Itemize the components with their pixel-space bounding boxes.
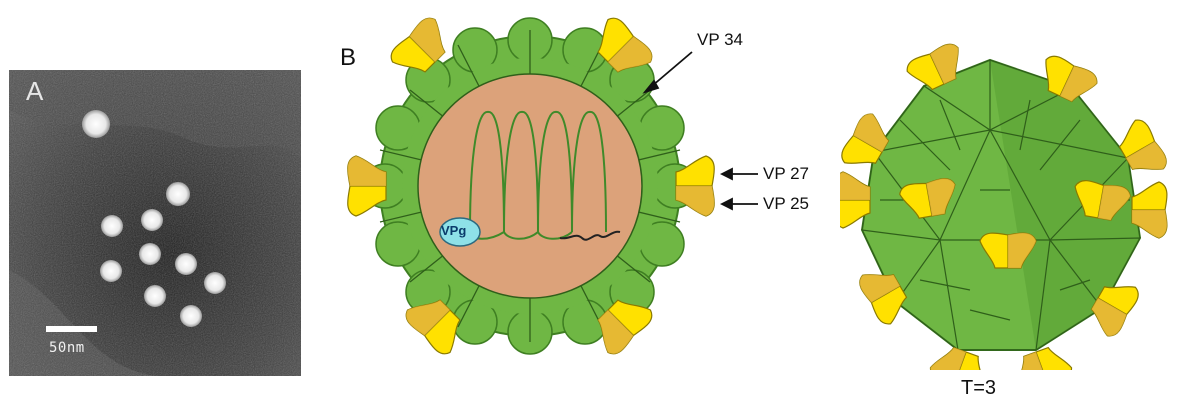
- icosahedral-capsid: [840, 40, 1180, 370]
- capsid-cross-section: [320, 0, 820, 410]
- virus-particle: [144, 285, 166, 307]
- scale-bar: [46, 326, 97, 332]
- virus-particle: [204, 272, 226, 294]
- virus-particle: [139, 243, 161, 265]
- vpg-label: VPg: [441, 223, 466, 238]
- virus-particle: [101, 215, 123, 237]
- virus-particle: [82, 110, 110, 138]
- triangulation-label: T=3: [961, 377, 996, 400]
- callout-vp25: VP 25: [763, 194, 809, 214]
- virus-particle: [180, 305, 202, 327]
- virus-particle: [100, 260, 122, 282]
- capsid-core: [418, 74, 642, 298]
- scale-bar-label: 50nm: [49, 340, 85, 356]
- virus-particle: [175, 253, 197, 275]
- callout-vp34: VP 34: [697, 30, 743, 50]
- virus-particle: [141, 209, 163, 231]
- electron-micrograph: A 50nm: [9, 70, 301, 376]
- virus-particle: [166, 182, 190, 206]
- callout-vp27: VP 27: [763, 164, 809, 184]
- panel-label-a: A: [26, 76, 43, 107]
